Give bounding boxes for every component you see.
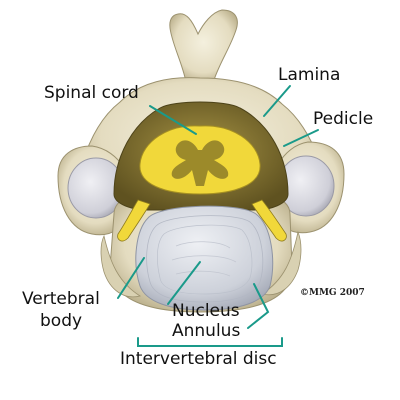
nucleus-texture xyxy=(171,241,237,277)
leader-lines xyxy=(117,85,319,347)
leader-annulus xyxy=(247,283,270,329)
leader-lamina xyxy=(263,85,291,117)
leader-spinal-cord xyxy=(149,105,197,135)
label-intervertebral-disc: Intervertebral disc xyxy=(120,349,277,369)
right-nerve-root xyxy=(251,199,287,242)
leader-vertebral-body xyxy=(117,257,145,299)
copyright-notice: ©MMG 2007 xyxy=(300,288,365,298)
label-lamina: Lamina xyxy=(278,65,341,85)
disc-bracket xyxy=(137,337,283,347)
left-nerve-root xyxy=(117,199,151,242)
vertebral-body-right-lip xyxy=(260,230,302,296)
label-pedicle: Pedicle xyxy=(313,109,374,129)
leader-nucleus xyxy=(167,261,201,305)
label-spinal-cord: Spinal cord xyxy=(44,83,139,103)
leader-pedicle xyxy=(283,129,319,147)
spinous-process xyxy=(169,9,238,83)
annulus-ring-inner xyxy=(157,224,253,295)
label-vertebral-body-line1: Vertebral xyxy=(22,289,100,309)
intervertebral-disc xyxy=(135,205,274,311)
label-vertebral-body-line2: body xyxy=(40,311,83,331)
label-annulus: Annulus xyxy=(172,321,241,341)
spinal-cord-grey-matter xyxy=(171,140,229,186)
label-nucleus: Nucleus xyxy=(172,301,240,321)
annulus-ring xyxy=(146,215,264,303)
